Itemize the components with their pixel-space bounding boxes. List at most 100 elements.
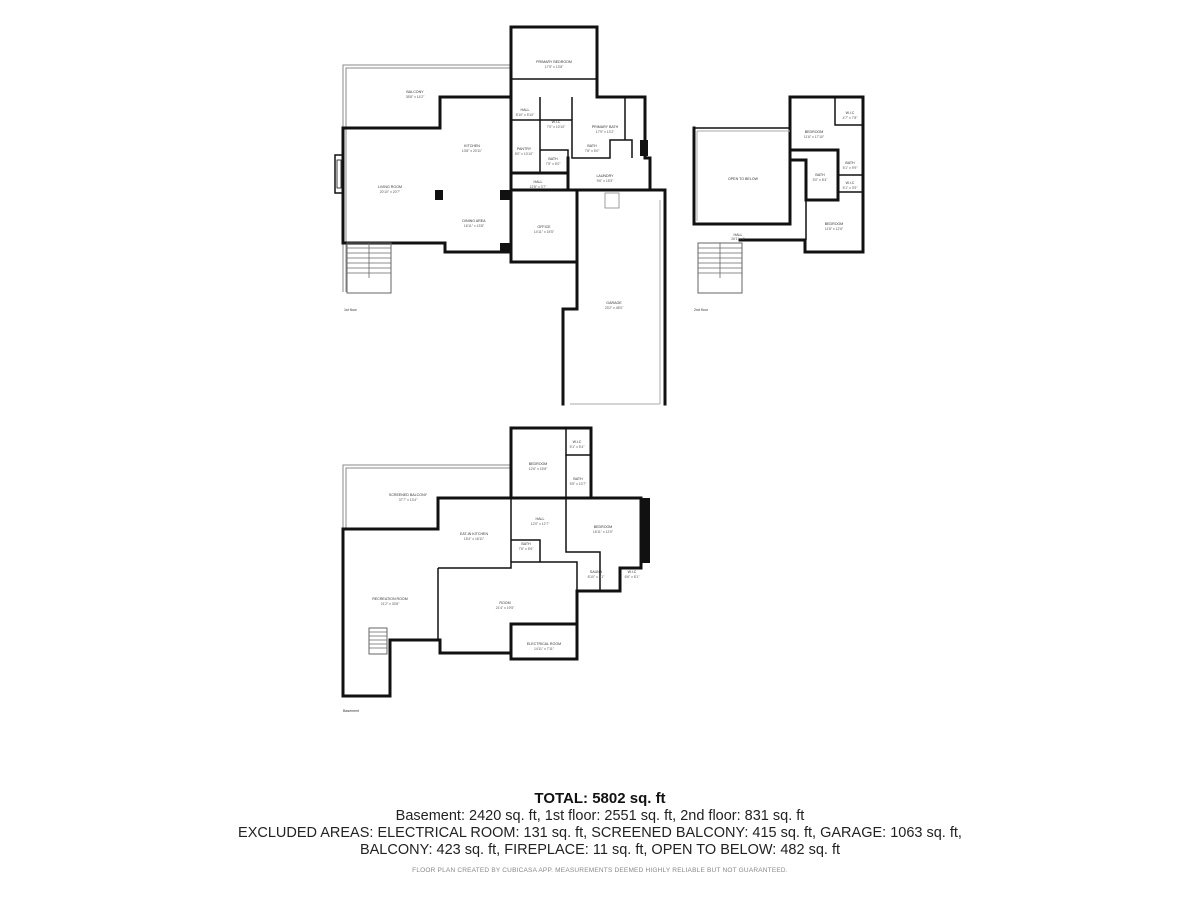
room-dims: 35'8" x 14'2" [406, 95, 425, 99]
room-name: BATH [573, 477, 583, 481]
room-dims: 5'0" x 10'10" [515, 152, 534, 156]
column [435, 190, 443, 200]
garage-steps [604, 192, 620, 209]
room-dims: 12'0" x 12'7" [531, 522, 550, 526]
total-area: TOTAL: 5802 sq. ft [534, 790, 666, 807]
floor-label-basement: Basement [343, 709, 359, 713]
bath-2-walls [791, 148, 840, 202]
room-dims: 21'2" x 33'8" [381, 602, 400, 606]
room-name: PRIMARY BEDROOM [536, 60, 572, 64]
room-dims: 5'1" x 9'9" [843, 166, 859, 170]
room-name: OPEN TO BELOW [728, 177, 759, 181]
primary-bath-outer-wall [595, 95, 652, 192]
room-name: ROOM [499, 601, 510, 605]
floor-label-second: 2nd floor [694, 308, 709, 312]
room-dims: 12'8" x 3'7" [530, 185, 548, 189]
floor-areas: Basement: 2420 sq. ft, 1st floor: 2551 s… [395, 808, 805, 824]
room-name: SCREENED BALCONY [389, 493, 428, 497]
room-name: BEDROOM [594, 525, 613, 529]
room-dims: 5'1" x 3'9" [843, 186, 859, 190]
room-name: W.I.C [628, 570, 637, 574]
room-name: HALL [534, 180, 543, 184]
room-name: W.I.C [552, 120, 561, 124]
room-name: BEDROOM [529, 462, 548, 466]
room-dims: 5'1" x 5'4" [570, 445, 586, 449]
screened-balcony-outline-inner [345, 467, 511, 529]
floor-label-first: 1st floor [344, 308, 358, 312]
office-walls [509, 188, 579, 264]
room-dims: 11'8" x 12'6" [825, 227, 844, 231]
room-name: BATH [845, 161, 855, 165]
room-name: DINING AREA [462, 219, 486, 223]
room-name: HALL [536, 517, 545, 521]
room-dims: 8'10" x 8'1" [588, 575, 606, 579]
basement-plan: Basement BEDROOM 12'6" x 15'8" W.I.C 5'1… [341, 426, 650, 713]
room-name: HALL [734, 233, 743, 237]
column [500, 243, 510, 253]
room-dims: 5'5" x 10'7" [570, 482, 588, 486]
basement-wall-block [641, 498, 650, 563]
room-dims: 9'6" x 15'3" [597, 179, 615, 183]
first-floor-plan: 1st floor PRIMARY BEDROOM 17'5" x 13'8" … [334, 25, 667, 406]
room-name: BEDROOM [825, 222, 844, 226]
disclaimer: FLOOR PLAN CREATED BY CUBICASA APP. MEAS… [412, 867, 788, 874]
room-dims: 4'7" x 7'8" [843, 116, 859, 120]
dining-bottom-wall [341, 241, 513, 254]
main-upper-wall [341, 95, 513, 130]
room-name: KITCHEN [464, 144, 480, 148]
bath-b2-walls [511, 539, 541, 562]
room-dims: 21'4" x 19'5" [496, 606, 515, 610]
column [500, 190, 510, 200]
first-floor-stairs [346, 242, 392, 294]
room-name: ELECTRICAL ROOM [527, 642, 561, 646]
room-name: BATH [815, 173, 825, 177]
room-name: SAUNA [590, 570, 603, 574]
sauna-walls [565, 498, 601, 591]
room-dims: 11'6" x 17'10" [804, 135, 825, 139]
bedroom-b1-walls [509, 426, 593, 500]
room-name: LIVING ROOM [378, 185, 402, 189]
column [640, 140, 648, 156]
room-dims: 5'0" x 8'4" [813, 178, 829, 182]
room-dims: 23'2" x 48'0" [605, 306, 624, 310]
garage-right-wall [575, 188, 667, 406]
room-name: W.I.C [846, 181, 855, 185]
wic-2a-walls [834, 97, 863, 126]
room-dims: 14'11" x 15'5" [534, 230, 555, 234]
room-top-wall [438, 561, 578, 591]
second-floor-stairs [697, 242, 743, 294]
fireplace [334, 154, 344, 194]
room-name: BATH [548, 157, 558, 161]
second-floor-top [694, 97, 791, 129]
room-dims: 7'8" x 5'0" [585, 149, 601, 153]
room-dims: 17'9" x 13'2" [596, 130, 615, 134]
room-dims: 13'8" x 20'11" [462, 149, 483, 153]
electrical-room-walls [509, 622, 579, 661]
garage-left-wall [561, 188, 579, 406]
balcony-outline-inner [345, 67, 511, 292]
room-dims: 12'6" x 15'8" [529, 467, 548, 471]
room-name: PANTRY [517, 147, 532, 151]
room-name: EAT-IN KITCHEN [460, 532, 488, 536]
room-dims: 17'5" x 13'8" [545, 65, 564, 69]
second-floor-outline [692, 95, 865, 254]
room-dims: 7'5" x 5'0" [546, 162, 562, 166]
room-name: W.I.C [846, 111, 855, 115]
room-name: BATH [521, 542, 531, 546]
room-name: RECREATION ROOM [372, 597, 407, 601]
excluded-areas-continued: BALCONY: 423 sq. ft, FIREPLACE: 11 sq. f… [359, 842, 841, 858]
basement-stairs [368, 627, 388, 655]
room-name: HALL [521, 108, 530, 112]
room-dims: 26'1" x 4' [731, 237, 745, 241]
screened-balcony-outline [342, 464, 511, 529]
room-name: BALCONY [406, 90, 424, 94]
room-dims: 7'6" x 5'6" [519, 547, 535, 551]
room-dims: 15'4" x 16'11" [464, 537, 485, 541]
room-dims: 37'7" x 13'4" [399, 498, 418, 502]
room-dims: 7'0" x 10'10" [547, 125, 566, 129]
primary-bedroom-walls [509, 25, 599, 99]
room-dims: 16'11" x 12'0" [593, 530, 614, 534]
room-name: PRIMARY BATH [592, 125, 619, 129]
wic-walls [539, 97, 633, 159]
